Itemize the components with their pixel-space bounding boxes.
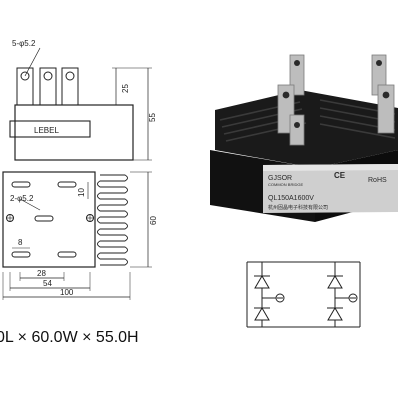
brand-text: GJSOR: [268, 175, 292, 182]
label-box-text: LEBEL: [34, 126, 59, 135]
plan-view-drawing: [2, 171, 152, 300]
dim-8: 8: [18, 238, 23, 247]
hole-side-label: 2-φ5.2: [10, 194, 34, 203]
bridge-schematic: [246, 261, 361, 328]
dim-100: 100: [60, 288, 74, 297]
maker-text: 杭州固晶电子科技有限公司: [268, 204, 328, 211]
dim-28: 28: [37, 269, 46, 278]
dim-10: 10: [77, 188, 86, 197]
terminal-posts: [277, 54, 395, 146]
dim-54: 54: [43, 279, 52, 288]
diode-symbols: [254, 275, 343, 321]
dim-25: 25: [121, 84, 130, 93]
ce-mark: CE: [334, 171, 346, 180]
small-line-text: COMMON BRIDGE: [268, 182, 303, 187]
dim-55: 55: [148, 113, 157, 122]
size-caption: 0L × 60.0W × 55.0H: [0, 329, 139, 346]
side-view-drawing: [9, 47, 152, 161]
terminal-holes: [282, 60, 390, 128]
dim-60: 60: [149, 216, 158, 225]
hole-top-label: 5-φ5.2: [12, 39, 36, 48]
model-text: QL150A1600V: [268, 195, 314, 202]
rohs-mark: RoHS: [368, 177, 387, 184]
module-photo: [210, 90, 398, 222]
